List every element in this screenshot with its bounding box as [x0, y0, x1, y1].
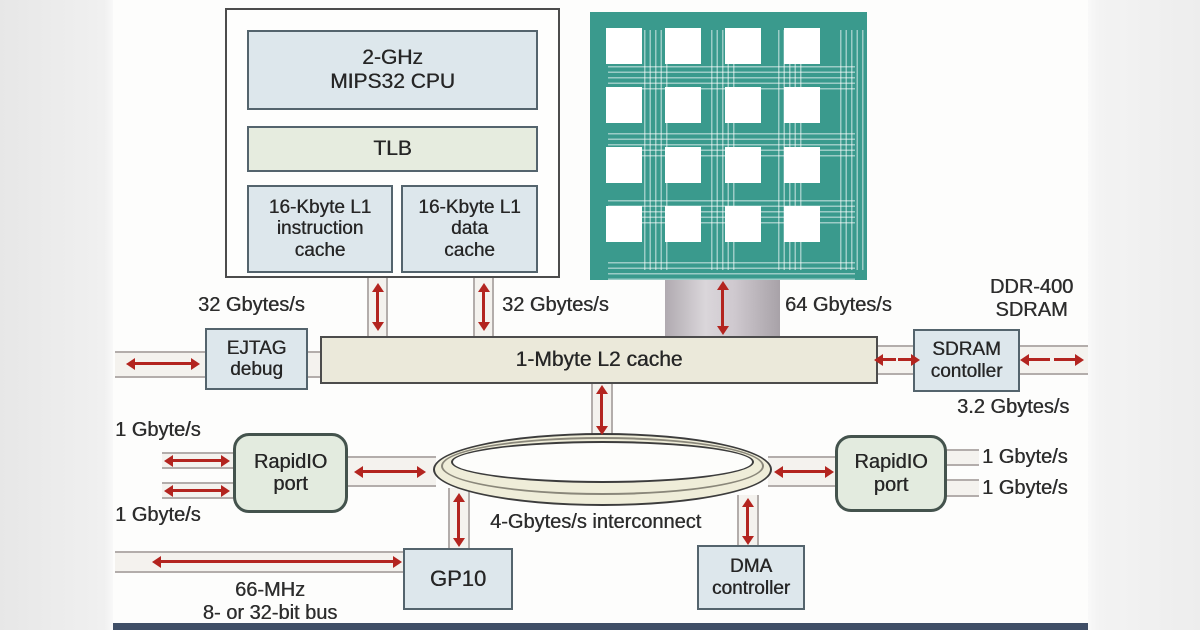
dma-controller-box: DMA controller	[697, 545, 805, 610]
right-margin-band	[1088, 0, 1200, 630]
crossbar-node-grid	[590, 12, 867, 280]
ejtag-debug-box: EJTAG debug	[205, 328, 308, 390]
rapidio-right-stub-1	[945, 449, 979, 466]
l1-data-cache-box: 16-Kbyte L1 data cache	[401, 185, 538, 273]
crossbar-node	[724, 146, 761, 183]
bidirectional-arrow-rapidio-ring-right	[774, 465, 834, 478]
right-arrow-sdram-memory	[1054, 353, 1084, 366]
crossbar-node	[606, 205, 642, 242]
crossbar-node	[606, 146, 642, 183]
bandwidth-label-rapidio-left-top: 1 Gbyte/s	[115, 419, 201, 441]
ring-interconnect	[433, 433, 772, 506]
footer-accent-bar	[113, 623, 1088, 630]
right-arrow-l2-sdram	[898, 353, 920, 366]
crossbar-node	[783, 28, 820, 64]
bandwidth-label-l1-right: 32 Gbytes/s	[502, 294, 609, 316]
crossbar-node	[724, 28, 761, 64]
ddr-sdram-label: DDR-400 SDRAM	[989, 276, 1074, 321]
crossbar-node	[606, 87, 642, 124]
crossbar-node	[665, 87, 702, 124]
crossbar-node	[724, 87, 761, 124]
bidirectional-arrow-rapidio-left-2	[164, 484, 230, 497]
crossbar-traces	[840, 30, 866, 270]
rapidio-port-right-box: RapidIO port	[835, 435, 947, 512]
gpio-box: GP10	[403, 548, 513, 610]
l1-instruction-cache-box: 16-Kbyte L1 instruction cache	[247, 185, 393, 273]
crossbar-switch-illustration	[590, 12, 867, 280]
rapidio-right-stub-2	[945, 479, 979, 497]
crossbar-node	[724, 205, 761, 242]
interconnect-label: 4-Gbytes/s interconnect	[490, 511, 702, 533]
crossbar-node	[665, 205, 702, 242]
bidirectional-arrow-crossbar	[716, 281, 729, 335]
crossbar-node	[606, 28, 642, 64]
crossbar-node	[783, 146, 820, 183]
bandwidth-label-rapidio-right-top: 1 Gbyte/s	[982, 446, 1068, 468]
crossbar-node	[665, 146, 702, 183]
bandwidth-label-crossbar: 64 Gbytes/s	[785, 294, 892, 316]
left-arrow-sdram-memory	[1020, 353, 1050, 366]
bidirectional-arrow-l1-left	[371, 283, 384, 331]
ejtag-l2-bus	[304, 351, 324, 378]
bandwidth-label-sdram: 3.2 Gbytes/s	[957, 396, 1070, 418]
crossbar-node	[783, 205, 820, 242]
bidirectional-arrow-l1-right	[477, 283, 490, 331]
ring-rim	[441, 437, 764, 495]
peripheral-bus-label: 66-MHz 8- or 32-bit bus	[202, 579, 338, 624]
bidirectional-arrow-l2-ring	[595, 385, 608, 435]
bidirectional-arrow-ejtag	[126, 357, 200, 370]
sdram-controller-box: SDRAM contoller	[913, 329, 1020, 392]
bandwidth-label-rapidio-right-bottom: 1 Gbyte/s	[982, 477, 1068, 499]
bandwidth-label-l1-left: 32 Gbytes/s	[198, 294, 305, 316]
bidirectional-arrow-rapidio-ring-left	[354, 465, 426, 478]
bidirectional-arrow-peripheral-bus	[152, 555, 402, 568]
crossbar-node	[783, 87, 820, 124]
ring-hole	[451, 441, 754, 483]
bidirectional-arrow-rapidio-left-1	[164, 454, 230, 467]
cpu-core-box: 2-GHz MIPS32 CPU	[247, 30, 538, 110]
bandwidth-label-rapidio-left-bottom: 1 Gbyte/s	[115, 504, 201, 526]
left-margin-band	[0, 0, 113, 630]
left-arrow-l2-sdram	[874, 353, 896, 366]
l2-cache-bar: 1-Mbyte L2 cache	[320, 336, 878, 384]
crossbar-node	[665, 28, 702, 64]
tlb-box: TLB	[247, 126, 538, 172]
rapidio-port-left-box: RapidIO port	[233, 433, 348, 513]
bidirectional-arrow-gpio	[452, 493, 465, 547]
bidirectional-arrow-dma	[741, 498, 754, 545]
